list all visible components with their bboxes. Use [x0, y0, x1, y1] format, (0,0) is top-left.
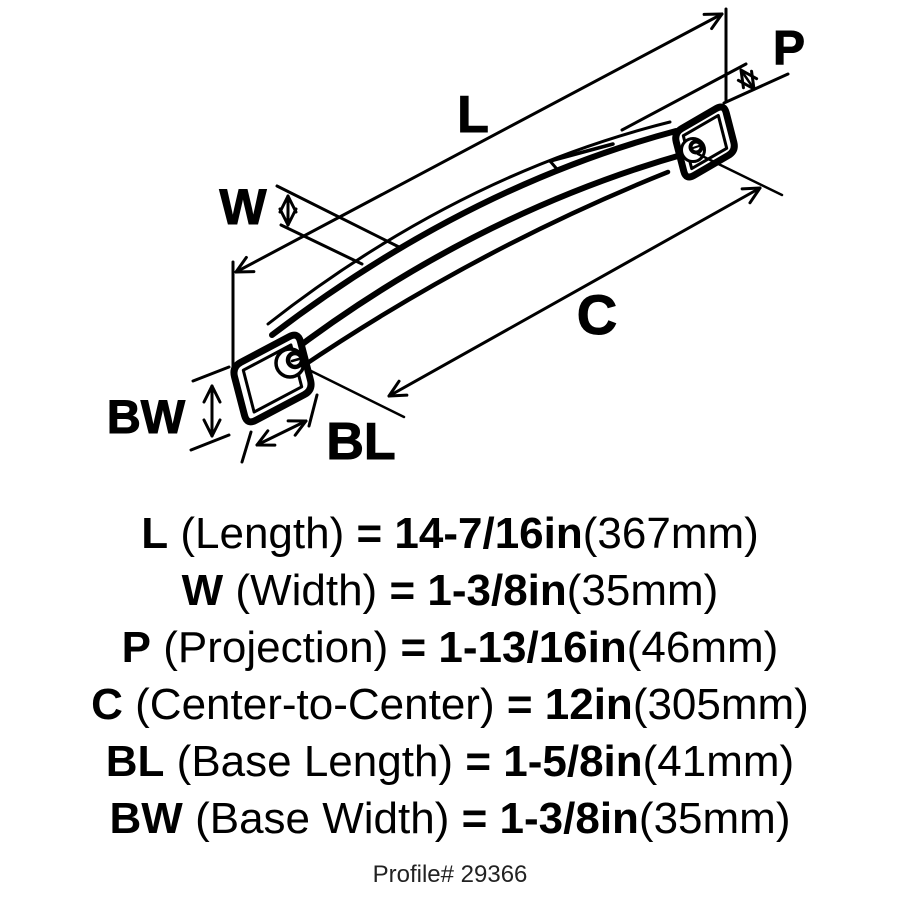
spec-code: C — [91, 680, 123, 729]
spec-equals: = — [465, 737, 492, 786]
label-base-width: BW — [107, 390, 186, 443]
spec-equals: = — [506, 680, 533, 729]
dimension-base-length — [240, 393, 319, 464]
spec-imperial: 12in — [544, 680, 633, 729]
spec-code: L — [141, 509, 169, 558]
spec-equals: = — [356, 509, 383, 558]
spec-row-projection: P (Projection) = 1-13/16in(46mm) — [0, 619, 900, 676]
bl-tick-left — [240, 430, 253, 464]
p-arrow — [736, 68, 759, 91]
c-extension-left — [299, 364, 406, 419]
dimension-width — [275, 184, 401, 266]
spec-metric: (305mm) — [632, 680, 809, 729]
label-width: W — [219, 179, 267, 235]
c-extension-right — [696, 152, 784, 197]
spec-row-base-length: BL (Base Length) = 1-5/8in(41mm) — [0, 733, 900, 790]
cabinet-pull-illustration — [230, 103, 738, 426]
spec-row-length: L (Length) = 14-7/16in(367mm) — [0, 505, 900, 562]
dimension-projection — [620, 62, 790, 132]
dimension-diagram: L P W C BL BW — [106, 7, 806, 472]
spec-name: (Center-to-Center) — [135, 680, 495, 729]
spec-row-width: W (Width) = 1-3/8in(35mm) — [0, 562, 900, 619]
bw-tick-top — [191, 365, 231, 383]
spec-code: BW — [109, 794, 183, 843]
bl-arrow — [255, 419, 308, 447]
c-dimension-line — [387, 186, 762, 398]
spec-imperial: 1-5/8in — [503, 737, 643, 786]
spec-list: L (Length) = 14-7/16in(367mm) W (Width) … — [0, 505, 900, 847]
spec-name: (Base Length) — [176, 737, 454, 786]
left-foot — [230, 331, 315, 426]
dimension-length — [231, 7, 728, 369]
profile-number: Profile# 29366 — [372, 861, 528, 888]
l-dimension-line — [234, 12, 724, 274]
w-extension-lower — [279, 223, 364, 266]
dimension-base-width — [189, 365, 231, 452]
dimension-annotations: L P W C BL BW — [106, 7, 806, 472]
spec-imperial: 1-3/8in — [427, 566, 567, 615]
spec-metric: (41mm) — [642, 737, 795, 786]
spec-metric: (35mm) — [638, 794, 791, 843]
spec-code: BL — [105, 737, 165, 786]
spec-metric: (46mm) — [626, 623, 779, 672]
label-center-to-center: C — [577, 283, 617, 346]
spec-code: P — [121, 623, 152, 672]
spec-code: W — [181, 566, 224, 615]
dimension-center-to-center — [299, 152, 784, 419]
spec-imperial: 14-7/16in — [394, 509, 583, 558]
spec-name: (Width) — [235, 566, 378, 615]
spec-name: (Base Width) — [195, 794, 450, 843]
spec-row-center-to-center: C (Center-to-Center) = 12in(305mm) — [0, 676, 900, 733]
handle-diagram-svg: L P W C BL BW — [106, 7, 806, 472]
left-screw-slot — [290, 357, 301, 363]
spec-metric: (35mm) — [566, 566, 719, 615]
spec-equals: = — [461, 794, 488, 843]
spec-equals: = — [400, 623, 427, 672]
spec-imperial: 1-3/8in — [499, 794, 639, 843]
p-extension-upper — [620, 62, 748, 132]
spec-name: (Projection) — [163, 623, 389, 672]
bw-tick-bottom — [189, 433, 231, 452]
label-projection: P — [773, 22, 805, 75]
label-length: L — [457, 86, 489, 144]
p-extension-lower — [722, 72, 790, 105]
spec-name: (Length) — [180, 509, 345, 558]
label-base-length: BL — [326, 413, 395, 471]
bl-tick-right — [307, 393, 319, 428]
spec-equals: = — [389, 566, 416, 615]
spec-row-base-width: BW (Base Width) = 1-3/8in(35mm) — [0, 790, 900, 847]
spec-imperial: 1-13/16in — [438, 623, 627, 672]
spec-metric: (367mm) — [582, 509, 759, 558]
